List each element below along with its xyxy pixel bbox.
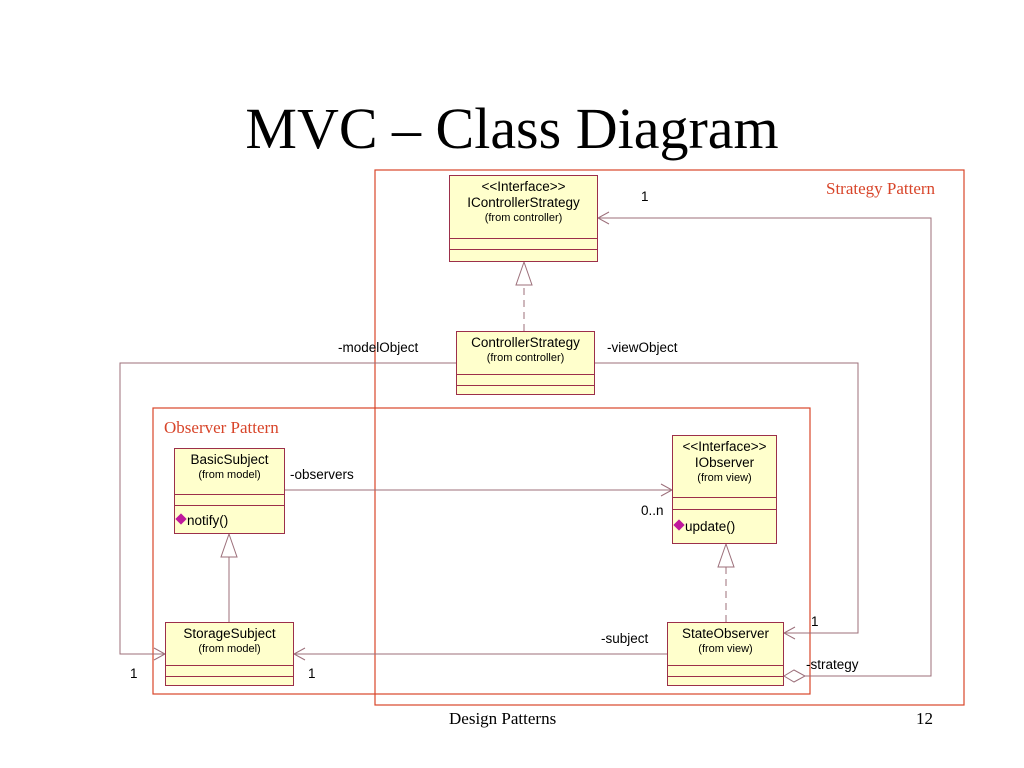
- realization-iobserver: [717, 542, 735, 622]
- multiplicity-storage-right: 1: [308, 666, 316, 681]
- operations-compartment: notify(): [175, 505, 284, 535]
- class-name: IObserver: [694, 455, 755, 470]
- operation-label: update(): [685, 519, 736, 534]
- class-package: (from view): [698, 643, 753, 655]
- association-subject: [292, 647, 667, 661]
- class-name: StateObserver: [681, 626, 770, 641]
- role-label-observers: -observers: [290, 467, 354, 482]
- class-name: BasicSubject: [190, 452, 269, 467]
- class-package: (from view): [697, 472, 752, 484]
- association-observers: [285, 483, 674, 497]
- class-package: (from controller): [486, 352, 565, 364]
- attributes-compartment: [673, 497, 776, 509]
- operations-compartment: [668, 676, 783, 689]
- class-storagesubject[interactable]: StorageSubject (from model): [165, 622, 294, 686]
- operations-compartment: [166, 676, 293, 689]
- operations-compartment: [450, 249, 597, 265]
- strategy-pattern-region: [374, 169, 965, 706]
- class-package: (from model): [198, 643, 261, 655]
- class-stereotype: <<Interface>>: [682, 439, 767, 454]
- class-stereotype: <<Interface>>: [481, 179, 566, 194]
- multiplicity-icontroller: 1: [641, 189, 649, 204]
- attributes-compartment: [166, 665, 293, 676]
- class-basicsubject[interactable]: BasicSubject (from model) notify(): [174, 448, 285, 534]
- public-operation-icon: [673, 519, 685, 531]
- attributes-compartment: [668, 665, 783, 676]
- operations-compartment: [457, 385, 594, 398]
- role-label-strategy: -strategy: [806, 657, 859, 672]
- class-name: IControllerStrategy: [467, 195, 580, 210]
- class-name: ControllerStrategy: [471, 335, 580, 350]
- class-name: StorageSubject: [183, 626, 276, 641]
- multiplicity-stateobserver: 1: [811, 614, 819, 629]
- class-icontrollerstrategy[interactable]: <<Interface>> IControllerStrategy (from …: [449, 175, 598, 262]
- class-package: (from model): [198, 469, 261, 481]
- attributes-compartment: [450, 238, 597, 249]
- class-stateobserver[interactable]: StateObserver (from view): [667, 622, 784, 686]
- generalization-basicsubject: [220, 532, 238, 622]
- observer-pattern-label: Observer Pattern: [164, 418, 279, 437]
- role-label-subject: -subject: [601, 631, 649, 646]
- operation-label: notify(): [187, 513, 229, 528]
- attributes-compartment: [175, 494, 284, 505]
- class-package: (from controller): [484, 212, 563, 224]
- slide-title: MVC – Class Diagram: [245, 96, 779, 161]
- role-label-modelobject: -modelObject: [338, 340, 419, 355]
- multiplicity-storage-left: 1: [130, 666, 138, 681]
- attributes-compartment: [457, 374, 594, 385]
- realization-controller-strategy: [515, 260, 533, 331]
- operation-notify[interactable]: notify(): [175, 512, 284, 530]
- strategy-pattern-label: Strategy Pattern: [826, 179, 936, 198]
- role-label-viewobject: -viewObject: [607, 340, 678, 355]
- association-viewobject: [595, 362, 859, 640]
- class-controllerstrategy[interactable]: ControllerStrategy (from controller): [456, 331, 595, 395]
- observer-pattern-region: [152, 407, 811, 695]
- operations-compartment: update(): [673, 509, 776, 545]
- public-operation-icon: [175, 513, 187, 525]
- page-number: 12: [916, 709, 933, 728]
- class-iobserver[interactable]: <<Interface>> IObserver (from view) upda…: [672, 435, 777, 544]
- footer-text: Design Patterns: [449, 709, 557, 728]
- operation-update[interactable]: update(): [673, 518, 776, 536]
- multiplicity-observers: 0..n: [641, 503, 664, 518]
- aggregation-strategy: [596, 211, 932, 683]
